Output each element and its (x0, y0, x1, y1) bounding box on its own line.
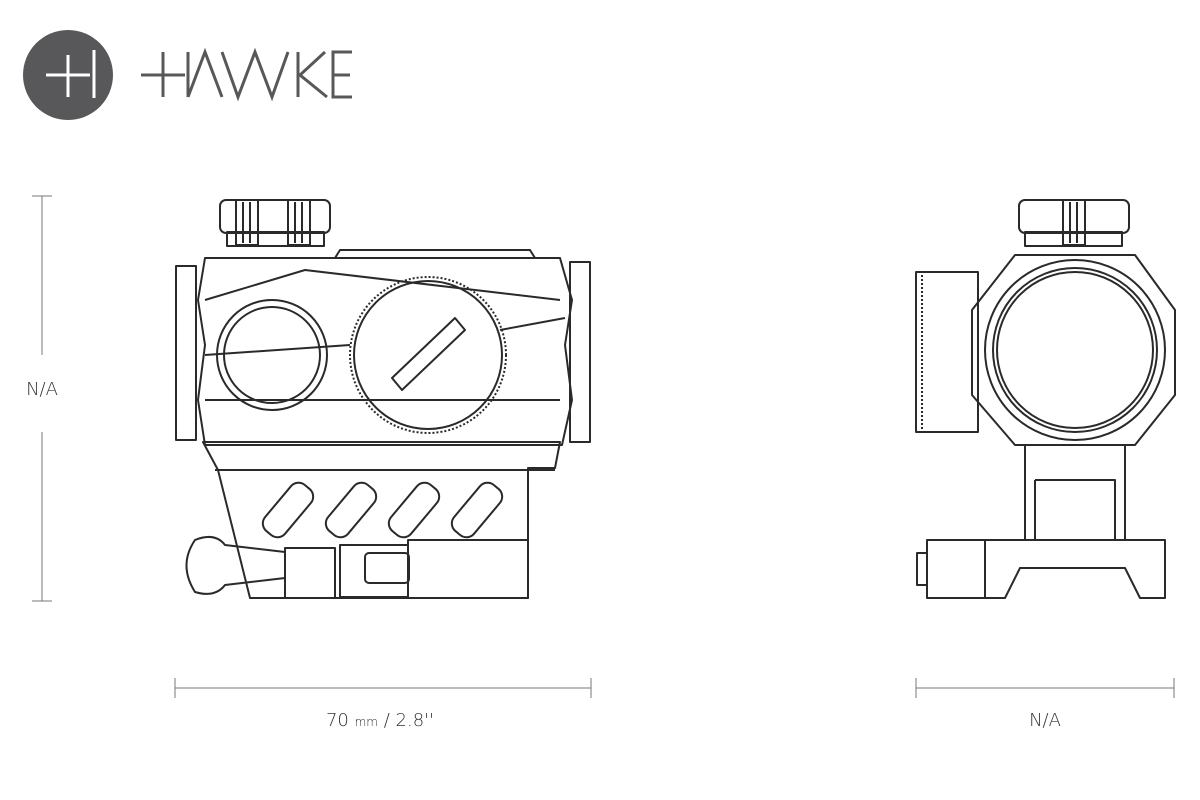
brightness-knob (216, 299, 328, 411)
side-view (175, 199, 591, 599)
mount-base (202, 441, 561, 599)
lens (996, 271, 1154, 429)
top-buttons (334, 249, 536, 259)
front-view (915, 199, 1176, 599)
length-label: 70 mm / 2.8'' (326, 710, 434, 731)
front-body (971, 254, 1176, 446)
hawke-logo (23, 30, 352, 120)
length-unit: mm (354, 715, 378, 729)
mount-riser (1024, 445, 1126, 540)
front-top-knob (1018, 199, 1130, 247)
logo-wordmark-crosshair (141, 47, 352, 102)
length-separator: / (383, 710, 390, 731)
height-label: N/A (26, 379, 58, 400)
top-adjustment-knob (219, 199, 331, 247)
front-ring (569, 261, 591, 443)
length-imperial: 2.8'' (395, 710, 435, 731)
mount-slots (261, 481, 504, 539)
side-knob-profile (915, 271, 979, 433)
brightness-dial (349, 276, 507, 434)
lens-outer (984, 259, 1166, 441)
dimension-lines (32, 195, 1175, 698)
sight-body (197, 257, 573, 446)
width-label: N/A (1029, 710, 1061, 731)
quick-release-lever (185, 535, 529, 599)
front-lever (916, 539, 986, 599)
length-value: 70 (325, 710, 349, 731)
rail-clamp (984, 539, 1166, 599)
rear-ring (175, 265, 197, 441)
